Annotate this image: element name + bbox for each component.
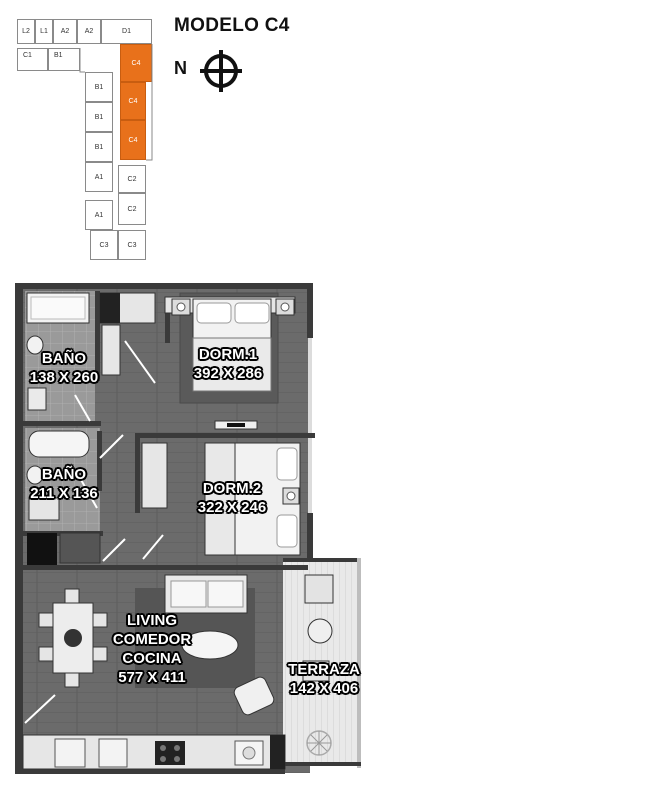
keyplan-unit: C1 — [17, 48, 48, 71]
keyplan-unit-selected: C4 — [120, 82, 146, 120]
keyplan-unit: A1 — [85, 200, 113, 230]
keyplan-unit: L1 — [35, 19, 53, 44]
keyplan-unit: B1 — [85, 132, 113, 162]
keyplan-unit: B1 — [85, 72, 113, 102]
north-label: N — [174, 58, 187, 78]
keyplan-unit: A1 — [85, 162, 113, 192]
keyplan-unit: D1 — [101, 19, 152, 44]
keyplan-unit: B1 — [85, 102, 113, 132]
keyplan-unit: A2 — [77, 19, 101, 44]
keyplan-unit: A2 — [53, 19, 77, 44]
keyplan-unit: C3 — [118, 230, 146, 260]
keyplan-unit: L2 — [17, 19, 35, 44]
keyplan-outline — [79, 44, 153, 161]
keyplan-unit-selected: C4 — [120, 44, 152, 82]
keyplan-unit-selected: C4 — [120, 120, 146, 160]
keyplan-unit: C3 — [90, 230, 118, 260]
keyplan-unit: C2 — [118, 165, 146, 193]
keyplan-unit: C2 — [118, 193, 146, 225]
floor-plan-drawing — [15, 283, 361, 774]
compass-icon — [200, 50, 242, 92]
key-plan: L2 L1 A2 A2 D1 C1 B1 C4 C4 C4 B1 B1 B1 A… — [0, 0, 160, 265]
model-title: MODELO C4 — [174, 15, 290, 36]
